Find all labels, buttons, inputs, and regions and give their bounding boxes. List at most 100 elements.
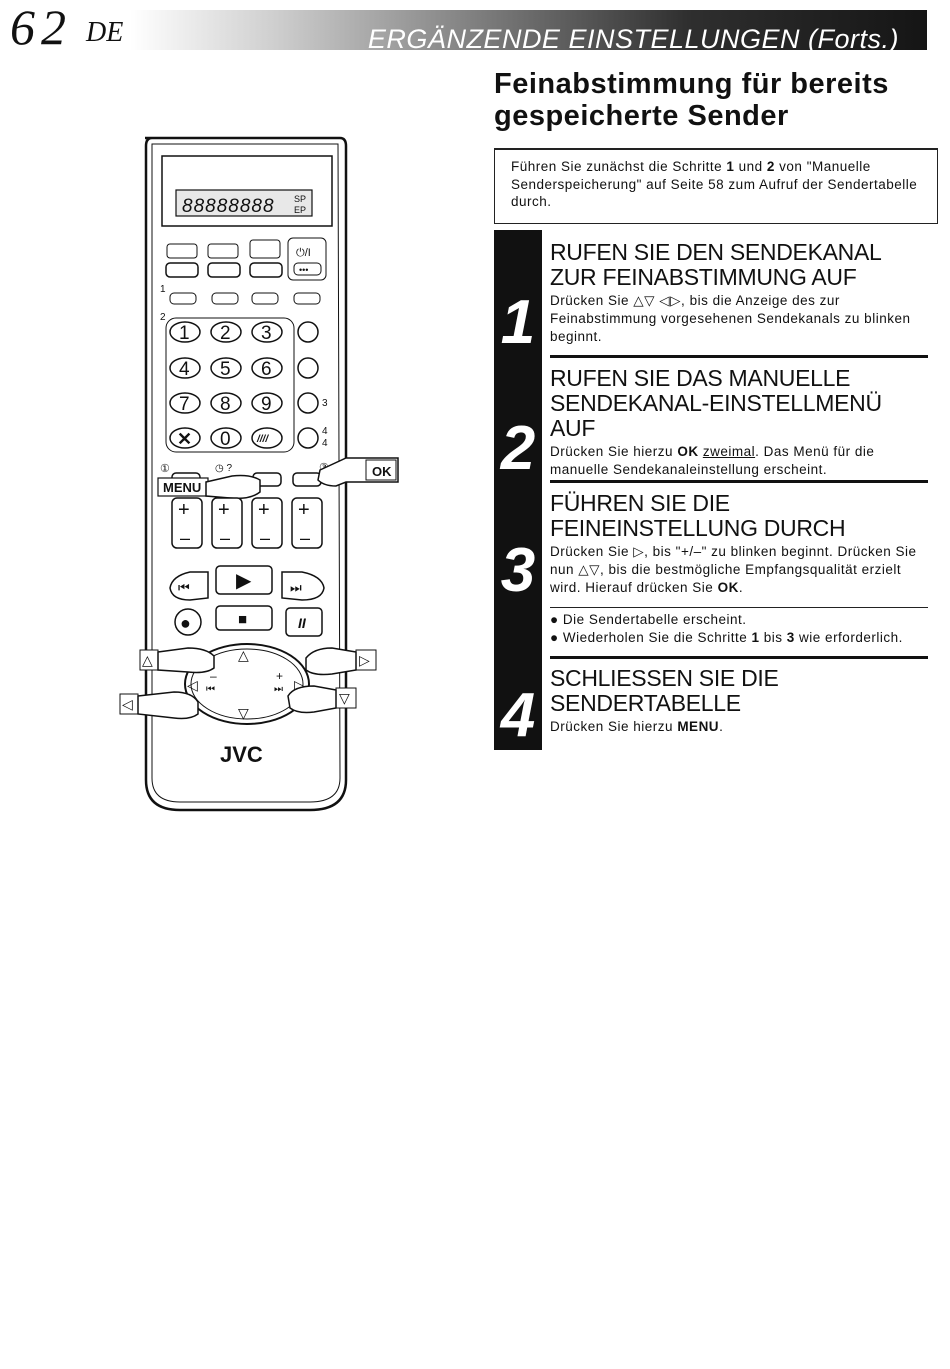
page-number: 62 (10, 0, 72, 55)
intro-box: Führen Sie zunächst die Schritte 1 und 2… (494, 148, 938, 224)
header-title: ERGÄNZENDE EINSTELLUNGEN (Forts.) (367, 24, 899, 54)
bracket-label-4: 4 (322, 438, 328, 449)
nav-left-label: ◁ (187, 677, 198, 693)
skip-fwd-label: ⏭ (274, 684, 283, 695)
bullet-text: Wiederholen Sie die Schritte (562, 630, 752, 645)
round-key[interactable] (297, 321, 319, 343)
digit-key-7[interactable] (169, 392, 201, 414)
small-button[interactable] (293, 292, 321, 305)
navigation-ring[interactable] (184, 643, 310, 725)
digit-key-5[interactable] (210, 357, 242, 379)
rewind-key[interactable] (169, 571, 209, 601)
digit-key-6[interactable] (251, 357, 283, 379)
nav-down-label: ▽ (238, 705, 249, 721)
step-text-part: . Das Menü für die manuelle Sendekanalei… (550, 444, 875, 477)
cancel-key[interactable] (169, 427, 201, 449)
plus-minus-key[interactable] (291, 497, 323, 549)
digit-label: 7 (179, 394, 190, 415)
digit-key-4[interactable] (169, 357, 201, 379)
hand-pointer-up (157, 647, 215, 674)
step-number-1: 1 (500, 288, 536, 357)
step-text: Drücken Sie hierzu OK zweimal. Das Menü … (550, 443, 928, 479)
timer-key[interactable] (297, 427, 319, 449)
step-text-part: Drücken Sie hierzu (550, 444, 678, 459)
callout-right-label: ▷ (359, 652, 370, 668)
lcd-ep: EP (294, 205, 306, 215)
step-text-part: . (738, 580, 744, 595)
minus-label: – (180, 528, 190, 548)
ffwd-label: ⏭ (290, 580, 302, 595)
slash-key[interactable] (251, 427, 283, 449)
step-3: FÜHREN SIE DIE FEINEINSTELLUNG DURCH Drü… (550, 491, 928, 597)
step-2: RUFEN SIE DAS MANUELLE SENDEKANAL-EINSTE… (550, 366, 928, 479)
lcd-display (175, 189, 313, 217)
bullet-text: Die Sendertabelle erscheint. (562, 612, 747, 627)
digit-label: 3 (261, 323, 272, 344)
hand-pointer-down (287, 685, 337, 714)
plus-minus-key[interactable] (251, 497, 283, 549)
bullet-text: bis (759, 630, 787, 645)
step-3-bullets: ● Die Sendertabelle erscheint. ● Wiederh… (550, 611, 928, 647)
plus-minus-key[interactable] (211, 497, 243, 549)
digit-key-1[interactable] (169, 321, 201, 343)
rewind-label: ⏮ (178, 580, 190, 595)
top-button[interactable] (249, 239, 281, 259)
bullet-item: ● Wiederholen Sie die Schritte 1 bis 3 w… (550, 630, 903, 645)
emphasis-text: zweimal (702, 444, 756, 459)
step-text-part: Drücken Sie ▷, bis "+/–" zu blinken begi… (550, 544, 917, 595)
digit-key-3[interactable] (251, 321, 283, 343)
intro-step-ref: 2 (766, 159, 775, 174)
top-button[interactable] (166, 243, 198, 259)
step-divider (550, 656, 928, 659)
plus-label: + (298, 499, 310, 521)
bracket-label-3: 3 (322, 398, 328, 409)
small-button[interactable] (251, 292, 279, 305)
nav-plus-label: + (276, 669, 283, 683)
stop-label: ■ (238, 611, 247, 628)
digit-key-0[interactable] (210, 427, 242, 449)
ok-key[interactable] (292, 472, 322, 487)
nav-right-label: ▷ (294, 677, 305, 693)
function-button[interactable] (165, 262, 199, 278)
digit-key-9[interactable] (251, 392, 283, 414)
function-button[interactable] (207, 262, 241, 278)
step-text: Drücken Sie △▽ ◁▷, bis die Anzeige des z… (550, 293, 911, 344)
round-key[interactable] (297, 392, 319, 414)
callout-down-label: ▽ (339, 690, 350, 706)
top-button[interactable] (207, 243, 239, 259)
power-button[interactable] (293, 262, 322, 276)
digit-label: 0 (220, 429, 231, 450)
stop-key[interactable] (215, 605, 273, 631)
hand-pointer-right (305, 647, 357, 676)
header-bar: ERGÄNZENDE EINSTELLUNGEN (Forts.) (130, 10, 927, 54)
function-button[interactable] (249, 262, 283, 278)
step-divider (550, 355, 928, 358)
section-title: Feinabstimmung für bereits gespeicherte … (494, 68, 889, 132)
play-key[interactable] (215, 565, 273, 595)
fast-forward-key[interactable] (281, 571, 325, 601)
digit-label: 6 (261, 359, 272, 380)
nav-up-label: △ (238, 647, 249, 663)
step-heading: FÜHREN SIE DIE FEINEINSTELLUNG DURCH (550, 490, 846, 541)
digit-key-8[interactable] (210, 392, 242, 414)
small-button[interactable] (169, 292, 197, 305)
bracket-label-4: 4 (322, 426, 328, 437)
play-label: ▶ (236, 570, 252, 592)
digit-key-2[interactable] (210, 321, 242, 343)
bracket-label-1: 1 (160, 284, 166, 295)
ok-key-ref: OK (717, 580, 739, 595)
ok-key-ref: OK (677, 444, 699, 459)
plus-minus-key[interactable] (171, 497, 203, 549)
hand-pointer-left (137, 691, 199, 720)
pause-key[interactable] (285, 607, 323, 637)
record-key[interactable] (174, 608, 202, 636)
menu-key-ref: MENU (677, 719, 720, 734)
callout-up-label: △ (142, 652, 153, 668)
round-key[interactable] (297, 357, 319, 379)
pause-label: II (298, 615, 307, 631)
digit-label: 1 (179, 323, 190, 344)
step-text-part: . (719, 719, 724, 734)
step-number-3: 3 (500, 536, 536, 605)
ok-callout-label: OK (372, 464, 392, 479)
small-button[interactable] (211, 292, 239, 305)
